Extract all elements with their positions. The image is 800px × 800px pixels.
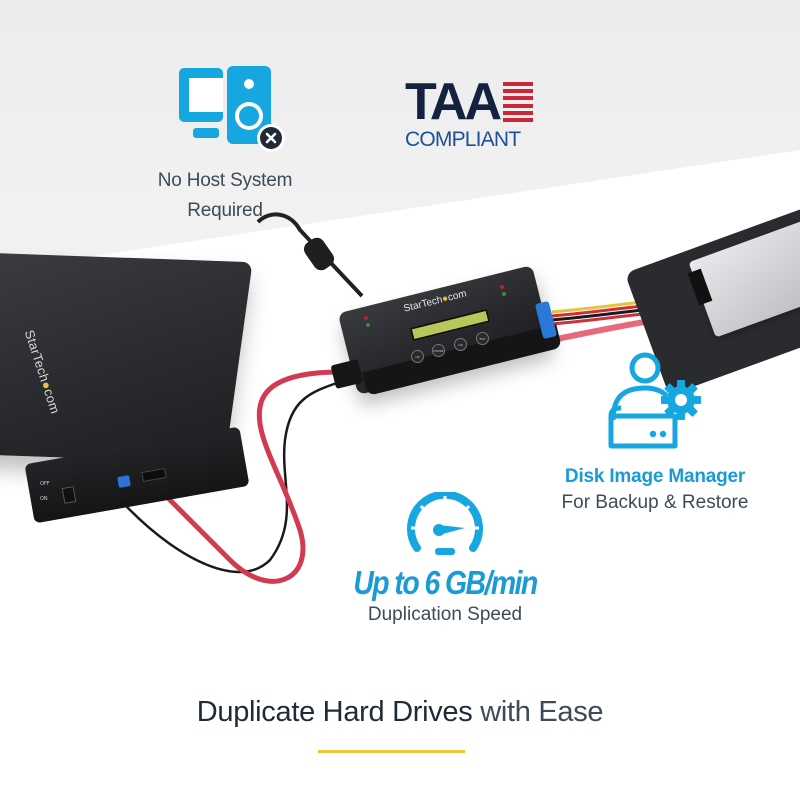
down-button: DOWN	[432, 344, 445, 357]
taa-letters: TAA	[405, 73, 502, 131]
power-switch	[61, 486, 77, 504]
speed-subtitle: Duplication Speed	[367, 604, 523, 625]
no-host-label: No Host System Required	[157, 170, 293, 221]
feature-disk-image-manager: Disk Image Manager For Backup & Restore	[510, 350, 800, 514]
source-led-red	[364, 316, 368, 320]
esc-button: ESC	[476, 332, 489, 345]
ok-button: OK	[454, 338, 467, 351]
headline-light: with Ease	[472, 696, 604, 728]
switch-off-label: OFF	[40, 481, 50, 487]
switch-on-label: ON	[40, 496, 48, 502]
feature-no-host: No Host System Required	[130, 60, 320, 226]
feature-speed: Up to 6 GB/min Duplication Speed	[320, 492, 570, 626]
taa-compliant-logo: TAA COMPLIANT	[405, 73, 555, 152]
usb-port	[117, 475, 131, 488]
flag-stripes-icon	[503, 82, 534, 122]
disk-image-title: Disk Image Manager	[564, 466, 746, 487]
target-led-green	[502, 292, 506, 296]
taa-compliant-text: COMPLIANT	[405, 128, 521, 151]
computer-x-icon	[179, 66, 285, 152]
speedometer-icon	[407, 492, 483, 555]
up-button: UP	[411, 350, 424, 363]
user-drive-gear-icon	[608, 352, 701, 449]
disk-image-subtitle: For Backup & Restore	[561, 492, 749, 513]
accent-underline	[318, 750, 465, 753]
source-led-green	[366, 323, 370, 327]
headline: Duplicate Hard Drives with Ease	[0, 696, 800, 729]
speed-title: Up to 6 GB/min	[353, 564, 538, 601]
target-led-red	[500, 285, 504, 289]
headline-bold: Duplicate Hard Drives	[196, 696, 473, 728]
